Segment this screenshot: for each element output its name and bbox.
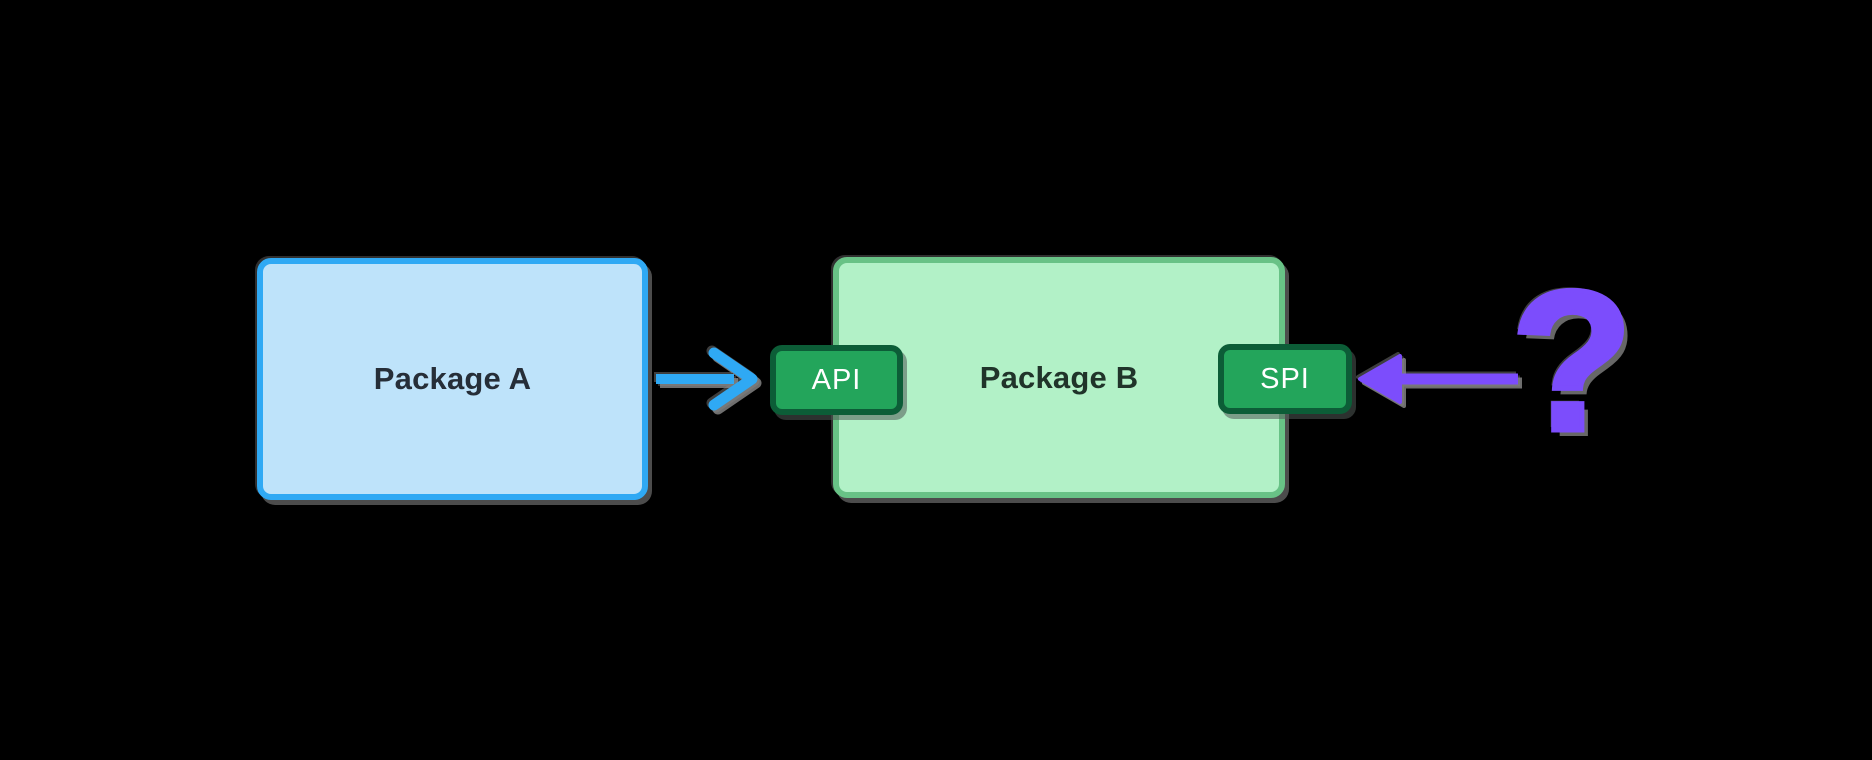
api-badge: API xyxy=(770,345,903,415)
package-a-label: Package A xyxy=(373,361,532,396)
package-b-label: Package B xyxy=(979,359,1139,395)
spi-caller-arrow-icon xyxy=(1358,354,1518,404)
api-badge-label: API xyxy=(811,363,862,396)
question-mark: ? xyxy=(1508,250,1635,473)
spi-badge-label: SPI xyxy=(1260,362,1310,395)
spi-badge: SPI xyxy=(1218,344,1352,414)
package-a-box: Package A xyxy=(257,258,648,500)
api-call-arrow-icon xyxy=(656,347,758,411)
